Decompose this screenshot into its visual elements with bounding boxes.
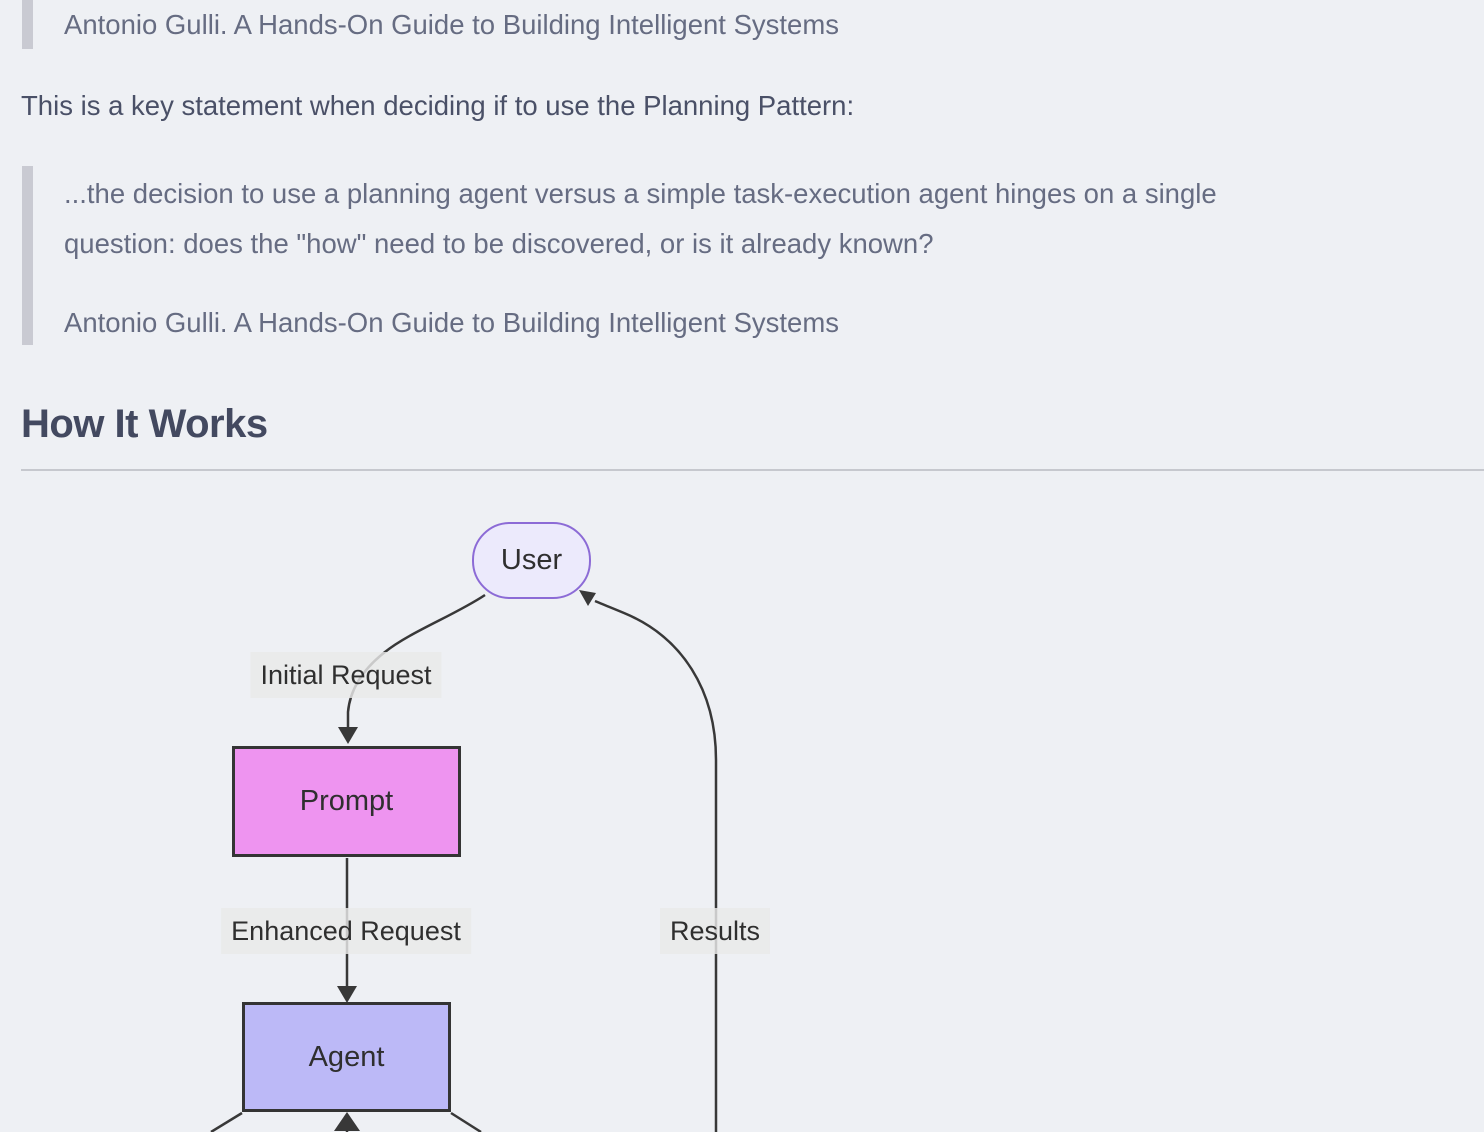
blockquote-main-quote-line1: ...the decision to use a planning agent …: [64, 178, 1217, 209]
flowchart-node-agent: Agent: [242, 1002, 451, 1112]
blockquote-main-attribution: Antonio Gulli. A Hands-On Guide to Build…: [64, 307, 840, 338]
blockquote-main-quote-line2: question: does the "how" need to be disc…: [64, 228, 934, 259]
heading-divider: [21, 469, 1484, 471]
arrowhead-into-prompt: [338, 727, 358, 744]
arrowhead-into-user: [579, 590, 596, 606]
arrowhead-into-agent: [337, 986, 357, 1003]
section-heading-how-it-works: How It Works: [21, 402, 268, 446]
edge-agent-bottom-left: [210, 1111, 243, 1132]
edge-agent-bottom-right: [450, 1111, 482, 1132]
flowchart-node-prompt: Prompt: [232, 746, 461, 857]
arrowhead-into-agent-bottom: [334, 1112, 360, 1131]
edge-results-to-user: [594, 599, 718, 1132]
blockquote-main: ...the decision to use a planning agent …: [22, 166, 1217, 345]
node-agent-label: Agent: [308, 1040, 385, 1073]
flowchart-node-user: User: [472, 522, 591, 599]
blockquote-top: Antonio Gulli. A Hands-On Guide to Build…: [22, 0, 839, 49]
node-prompt-label: Prompt: [299, 785, 394, 817]
edge-label-enhanced-request: Enhanced Request: [221, 908, 471, 954]
blockquote-top-attribution: Antonio Gulli. A Hands-On Guide to Build…: [64, 8, 840, 40]
node-user-label: User: [500, 544, 563, 576]
intro-paragraph: This is a key statement when deciding if…: [21, 90, 855, 121]
edge-label-initial-request: Initial Request: [250, 652, 442, 698]
edge-label-results: Results: [659, 908, 771, 954]
